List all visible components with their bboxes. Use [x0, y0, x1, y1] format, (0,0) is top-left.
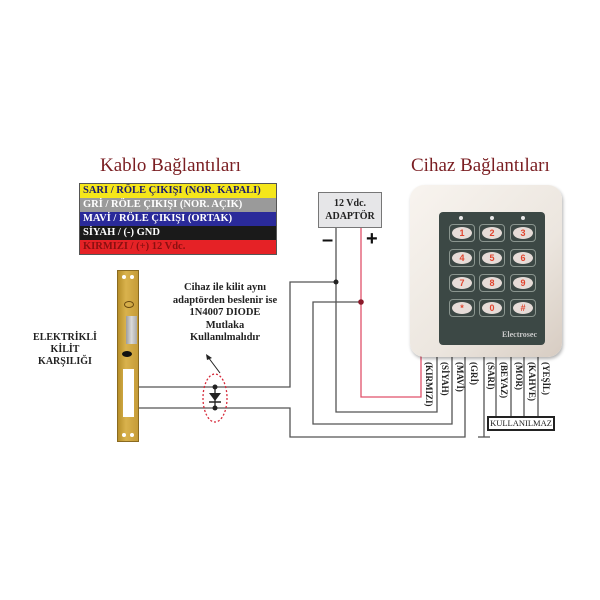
- key-label: 8: [482, 277, 502, 289]
- screw-hole-icon: [130, 433, 134, 437]
- wire-label-purple: (MOR): [514, 362, 524, 390]
- key-label: 2: [482, 227, 502, 239]
- key-6[interactable]: 6: [510, 249, 536, 267]
- plus-sign: +: [366, 228, 378, 250]
- key-label: 3: [513, 227, 533, 239]
- lock-label-line: ELEKTRİKLİ: [33, 332, 97, 343]
- led-icon: [459, 216, 463, 220]
- adaptor-box: 12 Vdc. ADAPTÖR: [318, 192, 382, 228]
- key-3[interactable]: 3: [510, 224, 536, 242]
- key-8[interactable]: 8: [479, 274, 505, 292]
- adaptor-voltage: 12 Vdc.: [333, 198, 367, 209]
- diode-note: Cihaz ile kilit aynı adaptörden beslenir…: [150, 282, 300, 345]
- key-label: 1: [452, 227, 472, 239]
- screw-hole-icon: [122, 275, 126, 279]
- note-line: Kullanılmalıdır: [189, 332, 260, 343]
- key-1[interactable]: 1: [449, 224, 475, 242]
- legend-row-blue: MAVİ / RÖLE ÇIKIŞI (ORTAK): [80, 212, 276, 226]
- wire-label-grey: (GRİ): [469, 362, 479, 385]
- note-line: adaptörden beslenir ise: [172, 294, 278, 306]
- electric-lock-strike: [117, 270, 139, 442]
- wire-label-blue: (MAVİ): [455, 362, 465, 392]
- wire-label-red: (KIRMIZI): [424, 362, 434, 407]
- key-0[interactable]: 0: [479, 299, 505, 317]
- key-7[interactable]: 7: [449, 274, 475, 292]
- legend-row-black: SİYAH / (-) GND: [80, 226, 276, 240]
- lock-label-line: KARŞILIĞI: [38, 356, 92, 367]
- key-2[interactable]: 2: [479, 224, 505, 242]
- wire-label-brown: (KAHVE): [527, 362, 537, 401]
- led-icon: [521, 216, 525, 220]
- keypad-panel: 1 2 3 4 5 6 7 8 9 * 0 # Electrosec: [439, 212, 545, 345]
- key-label: 5: [482, 252, 502, 264]
- key-label: 9: [513, 277, 533, 289]
- latch-icon: [126, 316, 137, 344]
- wire-label-black: (SİYAH): [440, 362, 450, 396]
- keypad-device: 1 2 3 4 5 6 7 8 9 * 0 # Electrosec: [410, 185, 562, 357]
- brand-logo: Electrosec: [502, 330, 537, 339]
- key-5[interactable]: 5: [479, 249, 505, 267]
- key-4[interactable]: 4: [449, 249, 475, 267]
- key-label: *: [452, 302, 472, 314]
- cable-connections-title: Kablo Bağlantıları: [100, 155, 241, 176]
- adjust-screw-icon: [124, 301, 134, 308]
- wire-label-white: (BEYAZ): [499, 362, 509, 399]
- wire-label-yellow: (SARI): [486, 362, 496, 390]
- key-label: 0: [482, 302, 502, 314]
- minus-sign: –: [322, 229, 334, 251]
- screw-hole-icon: [130, 275, 134, 279]
- adaptor-label: ADAPTÖR: [325, 211, 375, 222]
- unused-wires-box: KULLANILMAZ: [487, 416, 555, 431]
- key-9[interactable]: 9: [510, 274, 536, 292]
- legend-row-grey: GRİ / RÖLE ÇIKIŞI (NOR. AÇIK): [80, 198, 276, 212]
- screw-hole-icon: [122, 433, 126, 437]
- key-label: #: [513, 302, 533, 314]
- led-icon: [490, 216, 494, 220]
- legend-row-red: KIRMIZI / (+) 12 Vdc.: [80, 240, 276, 254]
- lock-label-line: KİLİT: [50, 344, 80, 355]
- key-hash[interactable]: #: [510, 299, 536, 317]
- wire-label-green: (YEŞİL): [541, 362, 551, 396]
- note-line: Cihaz ile kilit aynı: [184, 282, 266, 293]
- key-star[interactable]: *: [449, 299, 475, 317]
- legend-row-yellow: SARI / RÖLE ÇIKIŞI (NOR. KAPALI): [80, 184, 276, 198]
- key-label: 4: [452, 252, 472, 264]
- note-line: 1N4007 DIODE: [189, 307, 261, 318]
- key-label: 7: [452, 277, 472, 289]
- note-line: Mutlaka: [205, 319, 245, 331]
- key-label: 6: [513, 252, 533, 264]
- strike-opening: [123, 369, 134, 417]
- wire-color-legend: SARI / RÖLE ÇIKIŞI (NOR. KAPALI) GRİ / R…: [79, 183, 277, 255]
- device-connections-title: Cihaz Bağlantıları: [411, 155, 550, 176]
- electric-lock-label: ELEKTRİKLİ KİLİT KARŞILIĞI: [30, 332, 100, 368]
- slot-icon: [122, 351, 132, 357]
